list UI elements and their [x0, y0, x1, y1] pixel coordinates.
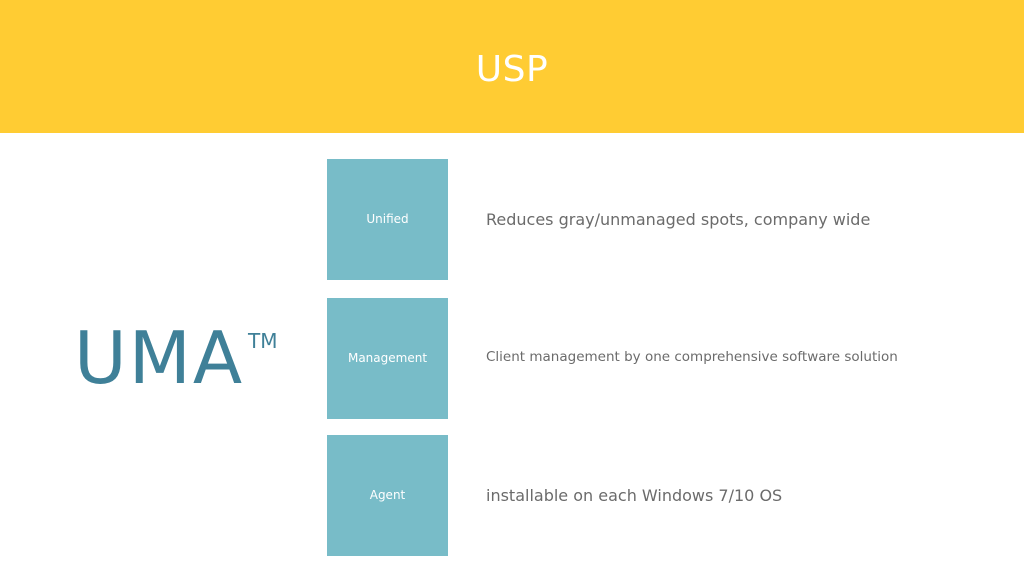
- unified-label: Unified: [366, 212, 409, 226]
- uma-logo: UMA TM: [74, 318, 294, 398]
- agent-label: Agent: [369, 488, 406, 502]
- unified-description: Reduces gray/unmanaged spots, company wi…: [486, 210, 871, 229]
- agent-description: installable on each Windows 7/10 OS: [486, 486, 783, 505]
- trademark-mark: TM: [248, 329, 278, 353]
- logo-text: UMA: [74, 316, 245, 400]
- management-box: Management: [327, 298, 448, 419]
- management-label: Management: [347, 351, 428, 365]
- agent-box: Agent: [327, 435, 448, 556]
- management-description: Client management by one comprehensive s…: [486, 349, 898, 365]
- unified-box: Unified: [327, 159, 448, 280]
- slide-title: USP: [475, 49, 549, 90]
- header-banner: USP: [0, 0, 1024, 133]
